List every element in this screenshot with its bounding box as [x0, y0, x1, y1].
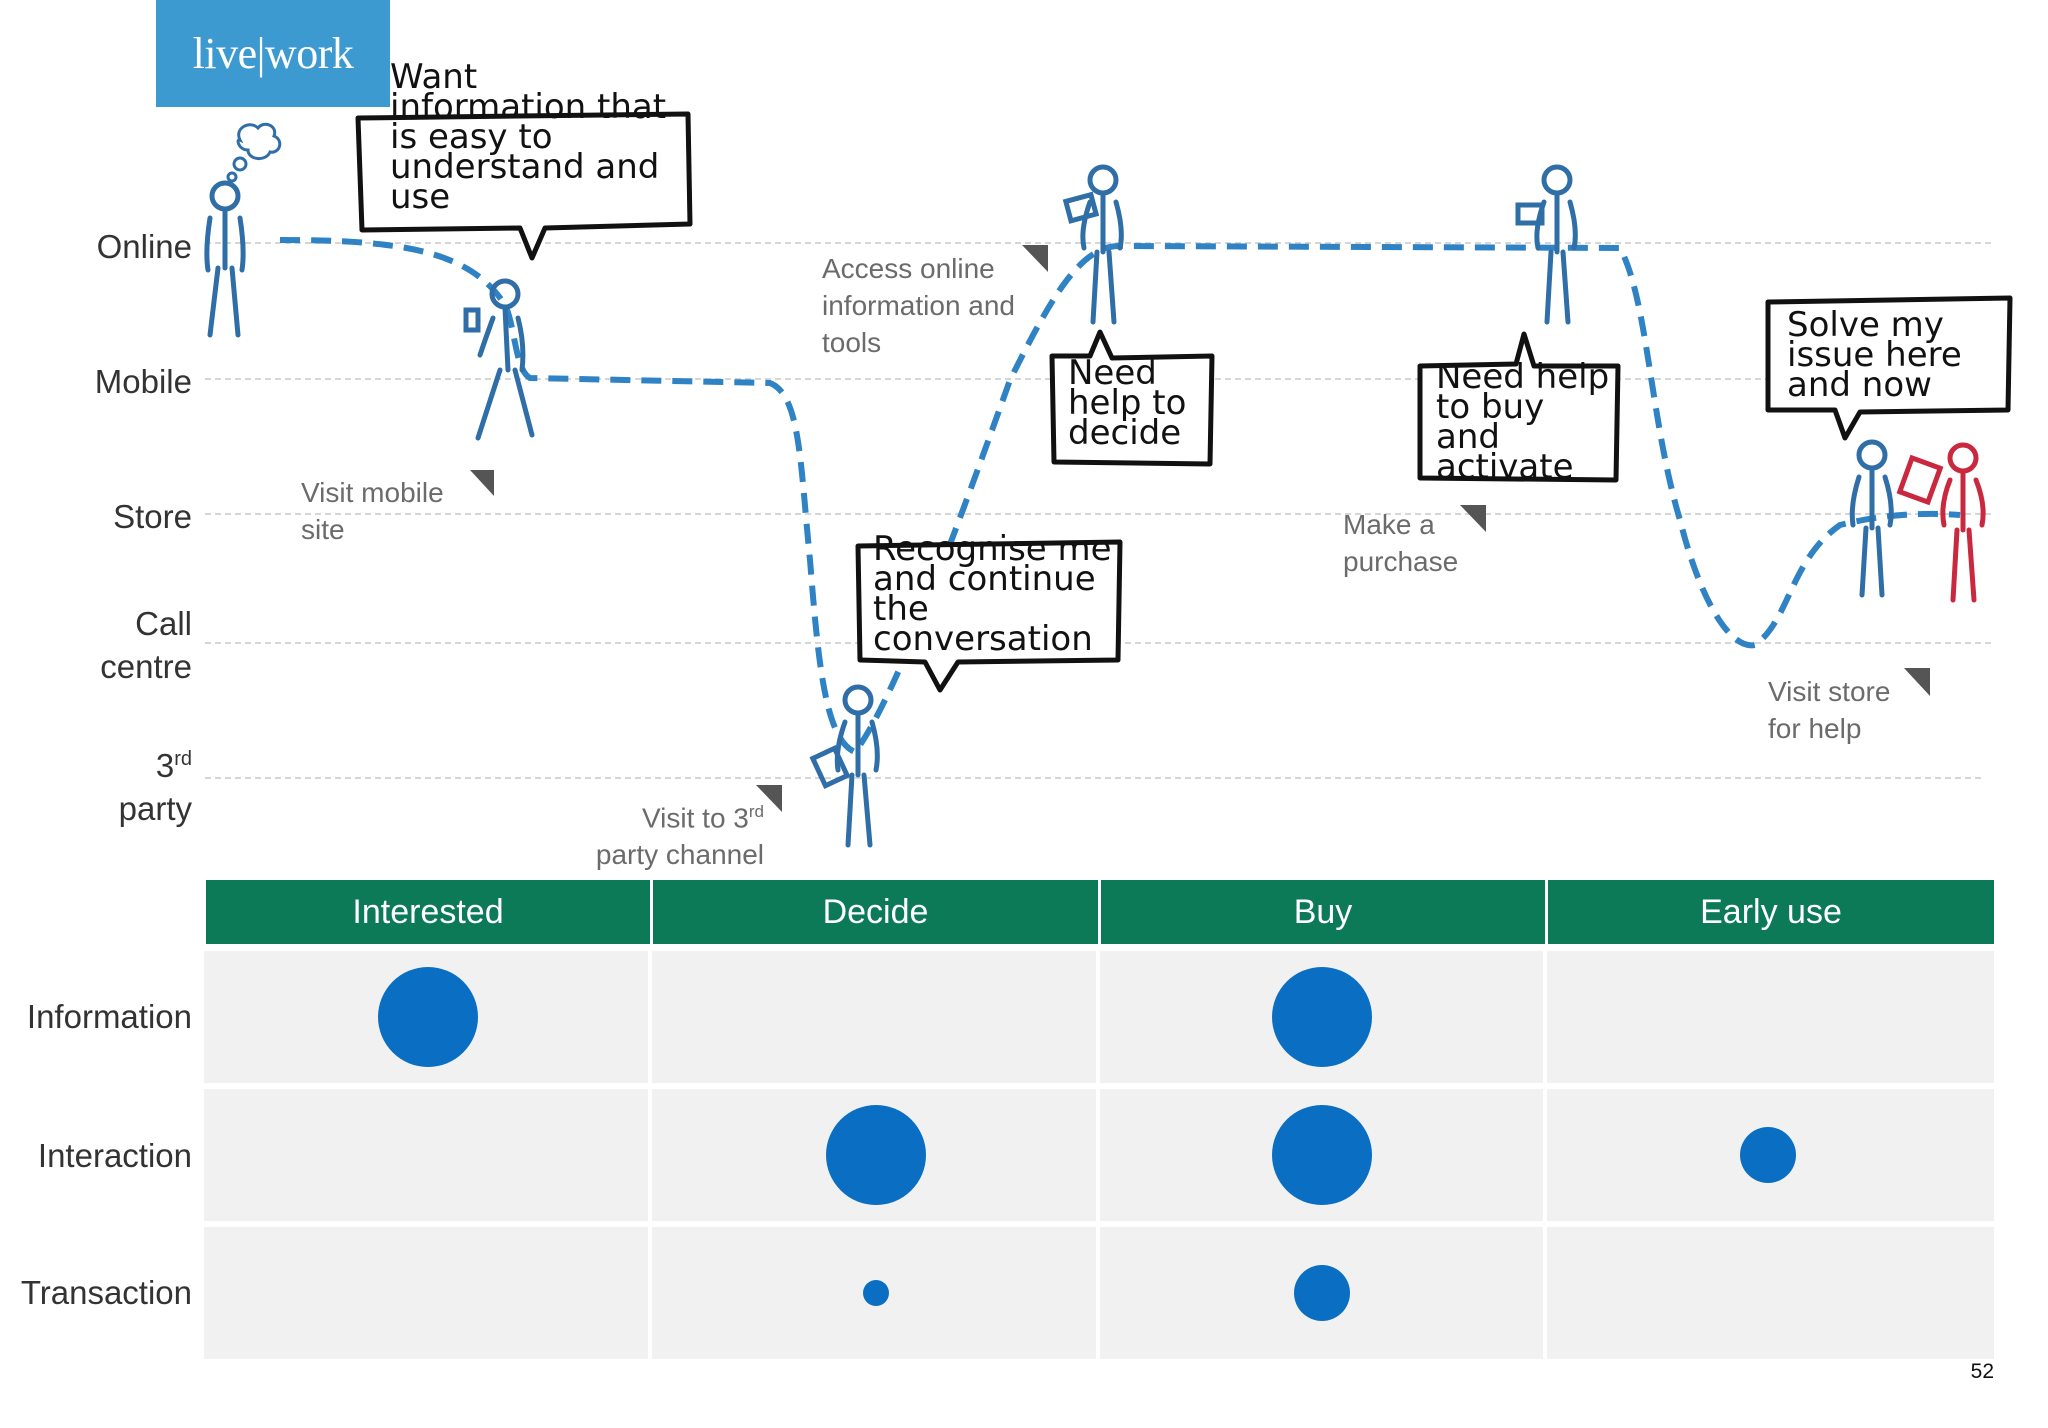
- stage-header-buy: Buy: [1101, 880, 1545, 944]
- matrix-divider: [1096, 951, 1100, 1359]
- stage-header-interested: Interested: [206, 880, 650, 944]
- pointer-access-online: [1022, 245, 1048, 272]
- matrix-label-information: Information: [26, 998, 192, 1035]
- speech-bubble-recognise: [855, 539, 1123, 693]
- matrix-label-transaction: Transaction: [20, 1274, 192, 1311]
- pointer-make-purchase: [1460, 505, 1486, 532]
- matrix-dot-transaction-decide: [863, 1280, 889, 1306]
- person-online-access-icon: [1062, 164, 1124, 325]
- matrix-dot-transaction-buy: [1294, 1265, 1350, 1321]
- annotation-visit-third-party: Visit to 3rd party channel: [595, 802, 764, 871]
- channel-label-mobile: Mobile: [94, 363, 192, 400]
- person-mobile-icon: [463, 278, 535, 441]
- pointer-visit-mobile: [470, 470, 494, 496]
- pointer-visit-third: [756, 785, 782, 812]
- stage-header-early-use: Early use: [1548, 880, 1994, 944]
- matrix-divider: [648, 951, 652, 1359]
- person-store-staff-icon: [1896, 442, 1986, 603]
- person-online-start-icon: [204, 180, 246, 338]
- speech-bubble-help-decide: [1049, 329, 1215, 467]
- matrix-divider: [1543, 951, 1547, 1359]
- speech-bubble-solve-issue: [1765, 295, 2013, 441]
- channel-label-store: Store: [113, 498, 192, 535]
- matrix-dot-interaction-decide: [826, 1105, 926, 1205]
- page-number: 52: [1970, 1360, 1994, 1383]
- stage-header-decide: Decide: [653, 880, 1098, 944]
- speech-bubble-want-info: [355, 111, 693, 261]
- channel-label-online: Online: [96, 228, 192, 265]
- pointer-visit-store: [1904, 668, 1930, 696]
- matrix-dot-interaction-buy: [1272, 1105, 1372, 1205]
- livework-logo: live|work: [156, 0, 390, 107]
- matrix-dot-information-buy: [1272, 967, 1372, 1067]
- person-third-party-icon: [809, 684, 880, 848]
- person-store-customer-icon: [1849, 439, 1894, 598]
- matrix-dot-information-interested: [378, 967, 478, 1067]
- person-online-purchase-icon: [1515, 164, 1578, 325]
- speech-bubble-help-buy: [1417, 331, 1621, 483]
- matrix-label-interaction: Interaction: [37, 1137, 192, 1174]
- journey-path: [279, 237, 1961, 756]
- thought-bubble-icon: [226, 122, 282, 183]
- matrix-dot-interaction-early-use: [1740, 1127, 1796, 1183]
